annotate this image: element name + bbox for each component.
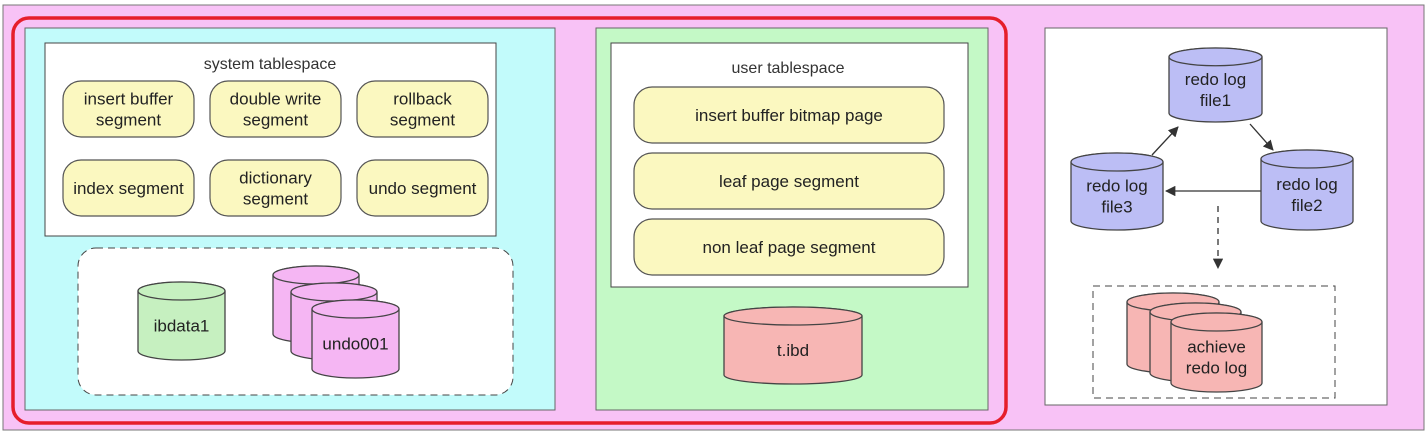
redo-log-file2-cylinder-top [1260,149,1354,169]
system-segment-label-line: segment [390,111,455,130]
t-ibd-cylinder-top [723,306,863,326]
system-segment-label-line: segment [96,111,161,130]
user-segment-label: insert buffer bitmap page [695,106,883,125]
system-segment-label-line: undo segment [369,179,477,198]
user-segment: non leaf page segment [633,218,945,276]
redo-log-file2-cylinder: redo log file2 [1260,149,1354,231]
system-segment-shape [356,159,489,217]
redo-log-file1-cylinder: redo log file1 [1168,47,1263,123]
redo-log-file2-cylinder-label: redo log file2 [1276,175,1337,215]
system-segment-label-line: segment [243,190,308,209]
system-segment-label-line: segment [243,111,308,130]
system-segment-label-line: index segment [73,179,184,198]
user-segment-shape [633,86,945,144]
arrow-file3-to-file1 [1151,126,1179,156]
t-ibd-cylinder-label: t.ibd [777,341,809,360]
redo-log-file1-cylinder-label-line: redo log [1185,70,1246,89]
archive-redo-log-cylinder-label-line: achieve [1187,338,1246,357]
undo001-cylinder-label-line: undo001 [322,335,388,354]
system-segment-shape [356,80,489,138]
user-segment-label: non leaf page segment [703,238,876,257]
ibdata1-cylinder-top [137,281,226,301]
archive-redo-log-cylinder-label: achieve redo log [1186,338,1247,378]
system-segment: rollback segment [356,80,489,138]
system-segment: index segment [62,159,195,217]
system-segment-label-line: double write [230,90,322,109]
redo-log-file3-cylinder-label-line: redo log [1086,177,1147,196]
ibdata1-cylinder: ibdata1 [137,281,226,361]
system-segment-label: rollback segment [390,90,455,130]
archive-group [1092,285,1336,399]
arrow-file1-to-file2 [1249,123,1274,151]
archive-redo-log-cylinder: achieve redo log [1170,312,1263,393]
user-segment-label-line: insert buffer bitmap page [695,106,883,125]
undo-cylinder-middle-top [290,282,378,302]
system-segment-shape [209,159,342,217]
user-segment: leaf page segment [633,152,945,210]
system-segment-label-line: rollback [393,90,452,109]
system-tablespace-title: system tablespace [204,56,337,73]
redo-log-file3-cylinder-label-line: file3 [1101,198,1132,217]
user-segment-label: leaf page segment [719,172,859,191]
system-segment-label: index segment [73,179,184,198]
ibdata1-cylinder-label: ibdata1 [154,317,210,336]
undo001-cylinder-label: undo001 [322,335,388,354]
user-segment-label-line: non leaf page segment [703,238,876,257]
system-segment: double write segment [209,80,342,138]
system-segment-label-line: insert buffer [84,90,174,109]
highlight-border [11,16,1008,425]
system-segment-label-line: dictionary [239,169,312,188]
user-segment-label-line: leaf page segment [719,172,859,191]
t-ibd-cylinder: t.ibd [723,306,863,385]
redo-log-file2-cylinder-label-line: file2 [1291,196,1322,215]
redo-log-file2-cylinder-label-line: redo log [1276,175,1337,194]
redo-log-file3-cylinder: redo log file3 [1070,152,1164,231]
user-segment: insert buffer bitmap page [633,86,945,144]
system-segment-shape [209,80,342,138]
undo-cylinder-back-top [272,265,360,285]
redo-log-file3-cylinder-label: redo log file3 [1086,177,1147,217]
redo-log-file1-cylinder-top [1168,47,1263,67]
archive-redo-log-cylinder-label-line: redo log [1186,359,1247,378]
system-segment-label: dictionary segment [239,169,312,209]
undo001-cylinder-top [311,299,400,319]
system-segment-shape [62,159,195,217]
redo-log-file1-cylinder-label: redo log file1 [1185,70,1246,110]
system-segment: undo segment [356,159,489,217]
user-segment-shape [633,152,945,210]
t-ibd-cylinder-label-line: t.ibd [777,341,809,360]
redo-log-file3-cylinder-top [1070,152,1164,172]
archive-redo-log-cylinder-top [1170,312,1263,332]
ibdata1-cylinder-label-line: ibdata1 [154,317,210,336]
system-segment-shape [62,80,195,138]
user-segment-shape [633,218,945,276]
system-segment-label: double write segment [230,90,322,130]
system-segment-label: undo segment [369,179,477,198]
system-segment-label: insert buffer segment [84,90,174,130]
user-tablespace-title: user tablespace [732,60,845,77]
system-segment: insert buffer segment [62,80,195,138]
undo001-cylinder: undo001 [311,299,400,379]
system-segment: dictionary segment [209,159,342,217]
redo-log-file1-cylinder-label-line: file1 [1200,91,1231,110]
